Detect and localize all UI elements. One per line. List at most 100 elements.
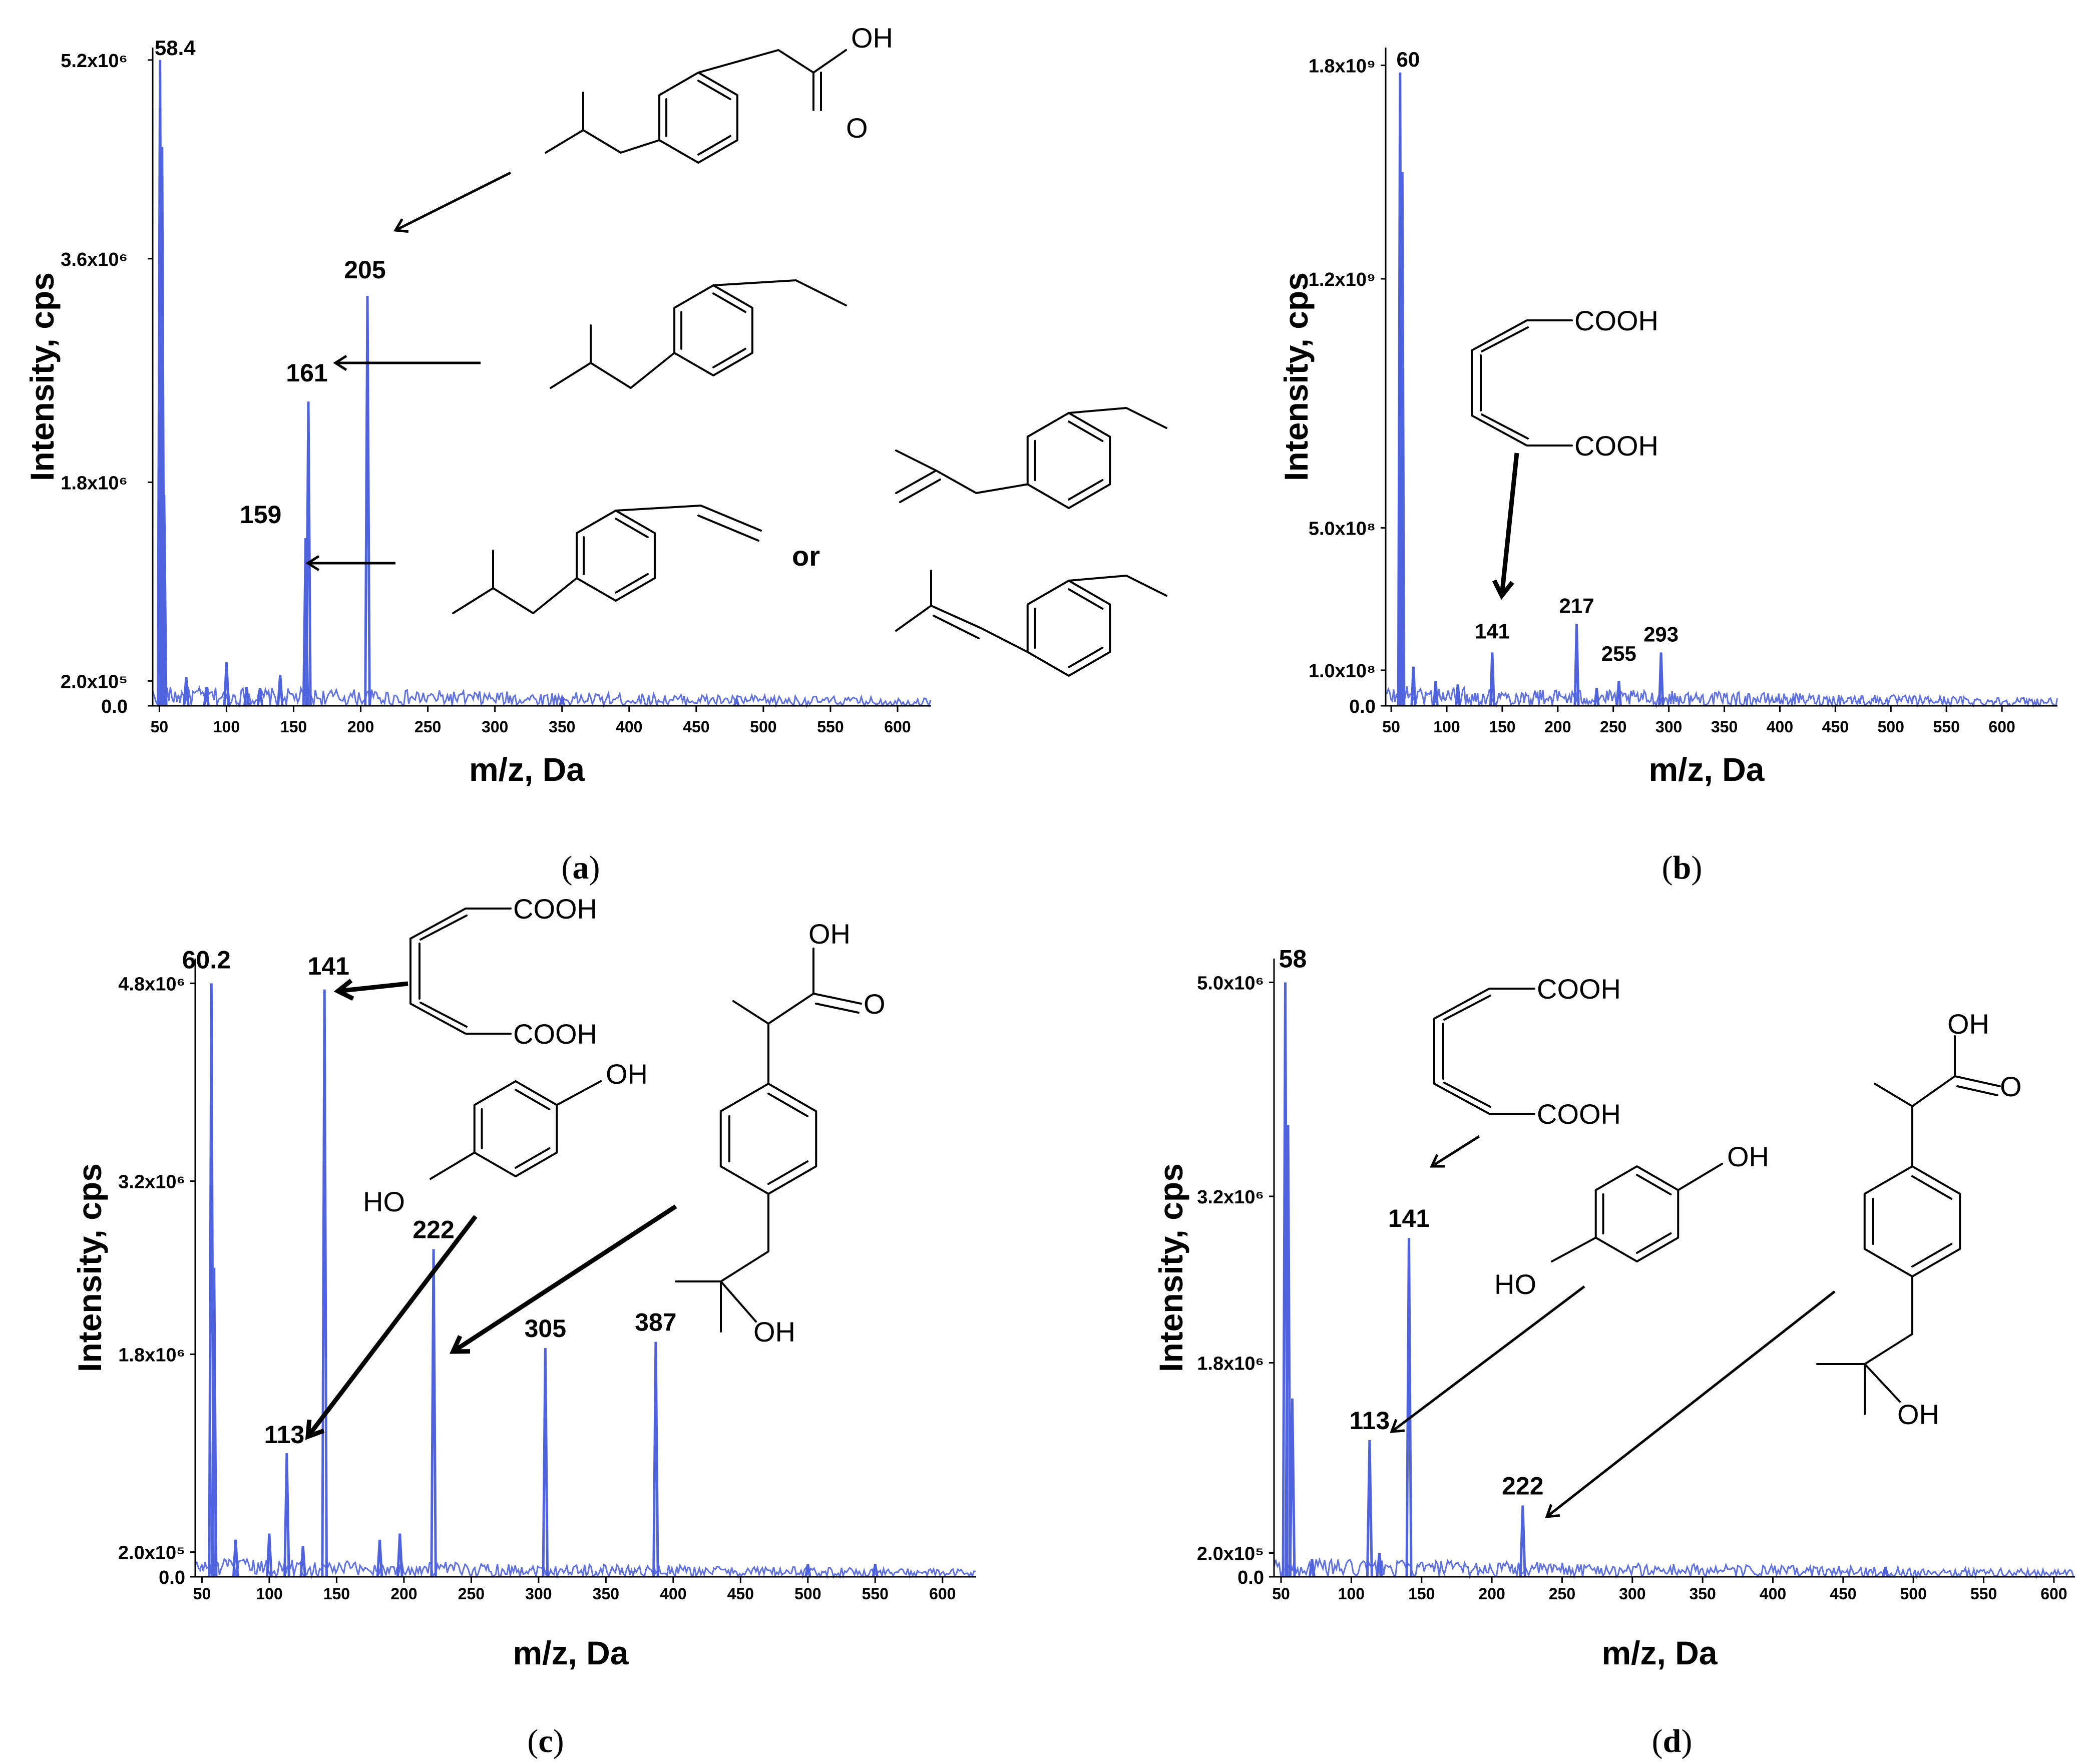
peak-a-5 xyxy=(223,662,230,706)
spectrum-baseline-a xyxy=(152,685,932,709)
x-tick-label: 450 xyxy=(1822,718,1849,736)
x-tick-label: 350 xyxy=(1689,1585,1716,1603)
peak-b-7 xyxy=(1593,688,1600,706)
peak-b-8 xyxy=(1615,681,1622,706)
x-tick-label: 450 xyxy=(683,718,709,736)
x-tick-label: 100 xyxy=(256,1585,282,1603)
y-axis-title: Intensity, cps xyxy=(1278,272,1315,481)
hq-ho-bond-c xyxy=(430,1151,476,1180)
x-tick-label: 600 xyxy=(2040,1585,2067,1603)
peak-c-12 xyxy=(804,1564,811,1577)
propionic-chain-c xyxy=(767,948,814,1025)
x-tick-label: 300 xyxy=(482,718,508,736)
y-tick-label: 2.0x10⁵ xyxy=(61,671,128,692)
hydroquinone-ring-d-double-bond xyxy=(1636,1232,1672,1254)
benzene-ring-161-double-bond xyxy=(712,347,746,368)
x-tick-label: 150 xyxy=(280,718,307,736)
x-tick-label: 300 xyxy=(1655,718,1682,736)
x-tick-label: 400 xyxy=(616,718,642,736)
y-tick-label: 5.0x10⁶ xyxy=(1197,973,1264,994)
peak-b-2 xyxy=(1410,666,1417,706)
arrow-205-head xyxy=(393,218,409,233)
x-tick-label: 400 xyxy=(1760,1585,1786,1603)
x-tick-label: 250 xyxy=(1600,718,1626,736)
peak-d-4 xyxy=(1366,1440,1373,1577)
benzene-ring-alt2-double-bond xyxy=(1068,588,1104,610)
isobutyl-159 xyxy=(452,577,578,614)
arrow-205 xyxy=(394,171,512,232)
muconic-d-top-double xyxy=(1443,995,1491,1021)
y-tick-label: 1.8x10⁶ xyxy=(118,1345,185,1366)
hq-oh-bond-c xyxy=(556,1080,602,1106)
x-tick-label: 100 xyxy=(1338,1585,1365,1603)
peak-a-3 xyxy=(183,677,190,706)
muconic-c-cooh-top: COOH xyxy=(513,893,597,925)
panel-caption: (a) xyxy=(562,849,600,886)
arrow-161-head xyxy=(333,354,347,371)
hib-oh-bond-c xyxy=(720,1280,757,1322)
x-tick-label: 100 xyxy=(1433,718,1460,736)
label-ho-hq-c: HO xyxy=(363,1186,405,1217)
x-tick-label: 250 xyxy=(1549,1585,1575,1603)
peak-label: 60 xyxy=(1396,48,1420,71)
y-tick-label: 1.0x10⁸ xyxy=(1309,661,1376,682)
peak-label: 217 xyxy=(1559,594,1594,618)
muconic-d-cooh-top: COOH xyxy=(1537,973,1621,1005)
x-tick-label: 600 xyxy=(884,718,911,736)
hq-oh-bond-d xyxy=(1677,1163,1723,1191)
hydroxyisobutyl-c xyxy=(720,1193,769,1333)
x-tick-label: 50 xyxy=(151,718,169,736)
alkenyl-alt2 xyxy=(895,605,1029,653)
arrow-113-d xyxy=(1391,1285,1585,1433)
benzene-ring-159 xyxy=(576,510,656,602)
peak-b-9 xyxy=(1658,652,1664,706)
carboxyl-oh-bond xyxy=(812,49,847,74)
peak-b-1 xyxy=(1399,172,1406,706)
peak-label: 113 xyxy=(1350,1407,1390,1435)
peak-label: 161 xyxy=(286,359,327,387)
panel-caption: (c) xyxy=(527,1723,564,1759)
x-axis-title: m/z, Da xyxy=(1648,751,1765,788)
benzene-ring-161-double-bond xyxy=(712,292,746,313)
muconic-d-bottom xyxy=(1433,1083,1535,1115)
peak-label: 141 xyxy=(307,952,349,980)
benzene-ring-hydroxy-d-double-bond xyxy=(1911,1243,1953,1268)
x-tick-label: 300 xyxy=(525,1585,552,1603)
x-tick-label: 200 xyxy=(390,1585,417,1603)
hydroquinone-ring-d xyxy=(1594,1165,1680,1262)
peak-d-6 xyxy=(1405,1238,1413,1577)
arrow-141-b xyxy=(1499,453,1519,596)
hydroquinone-ring-c xyxy=(473,1080,558,1177)
arrow-141-b-head xyxy=(1492,579,1514,600)
peak-label: 387 xyxy=(635,1308,676,1337)
methallyl-alt1 xyxy=(895,470,1029,494)
peak-label: 113 xyxy=(264,1421,305,1449)
muconic-b-cooh-bottom: COOH xyxy=(1574,430,1658,462)
arrow-222-c-head xyxy=(449,1335,471,1354)
benzene-ring-ibuprofen xyxy=(658,72,738,164)
x-tick-label: 400 xyxy=(660,1585,686,1603)
peak-label: 205 xyxy=(344,256,385,284)
hydroquinone-ring-d-double-bond xyxy=(1636,1174,1672,1196)
peak-d-7 xyxy=(1519,1505,1526,1577)
muconic-b-cooh-top: COOH xyxy=(1574,305,1658,336)
benzene-ring-hydroxy-c-double-bond xyxy=(767,1160,809,1185)
peak-c-3 xyxy=(266,1533,273,1577)
peak-d-5 xyxy=(1376,1553,1383,1577)
y-tick-label: 3.2x10⁶ xyxy=(118,1172,185,1193)
peak-label: 305 xyxy=(525,1314,566,1343)
y-axis-title: Intensity, cps xyxy=(71,1163,108,1372)
arrow-141-d-head xyxy=(1430,1154,1445,1168)
y-tick-label: 4.8x10⁶ xyxy=(118,974,185,995)
y-tick-label: 0.0 xyxy=(1237,1567,1264,1588)
benzene-ring-alt1-double-bond xyxy=(1068,420,1104,443)
peak-label: 222 xyxy=(1502,1472,1543,1500)
y-tick-label: 2.0x10⁵ xyxy=(118,1543,185,1564)
x-tick-label: 600 xyxy=(1988,718,2015,736)
hydroquinone-ring-c-double-bond xyxy=(515,1147,551,1169)
benzene-ring-hydroxy-d-double-bond xyxy=(1911,1175,1953,1200)
label-oh-alcohol-d: OH xyxy=(1897,1399,1939,1430)
